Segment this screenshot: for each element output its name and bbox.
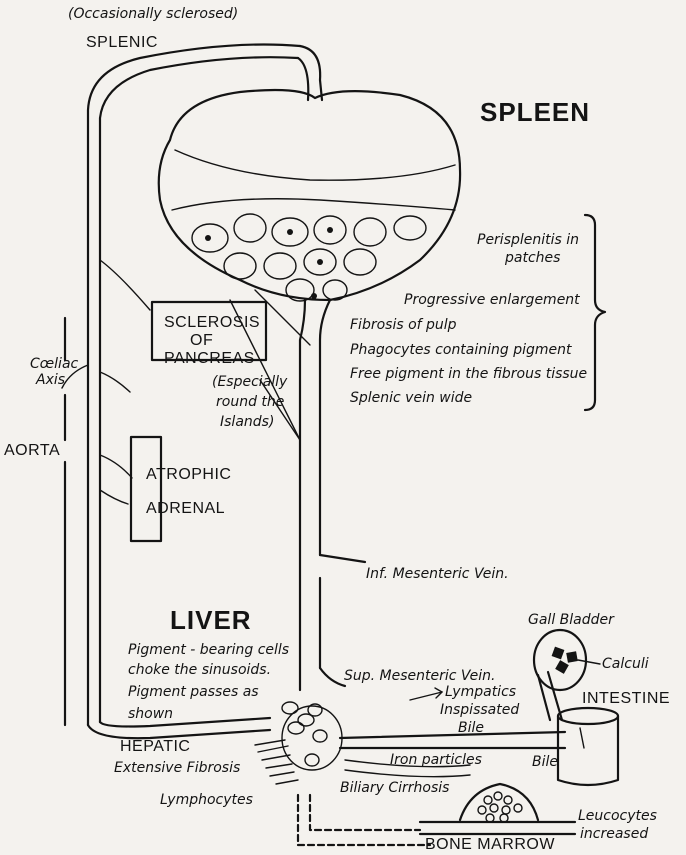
pulp-cells bbox=[192, 214, 426, 301]
hepatic-artery-inner bbox=[100, 718, 270, 727]
bone-marrow-vessel bbox=[310, 795, 420, 830]
pulp-cell bbox=[354, 218, 386, 246]
intestine-label: INTESTINE bbox=[582, 690, 670, 708]
increased-label: increased bbox=[580, 826, 648, 842]
splenic-vein-left bbox=[300, 300, 305, 690]
inspissated-label: Inspissated bbox=[440, 702, 519, 718]
adrenal-box bbox=[131, 437, 161, 541]
especially-label: (Especially bbox=[212, 374, 287, 390]
free-pigment-label: Free pigment in the fibrous tissue bbox=[350, 366, 587, 382]
gall-bladder-duct-2 bbox=[538, 675, 550, 720]
liver-title: LIVER bbox=[170, 606, 252, 636]
bile-label-1: Bile bbox=[458, 720, 484, 736]
calculi-pointer bbox=[578, 660, 600, 664]
branch-splenic-upper bbox=[100, 260, 150, 310]
patches-label: patches bbox=[505, 250, 560, 266]
pulp-cell bbox=[344, 249, 376, 275]
perisplenitis-bracket bbox=[585, 215, 605, 410]
spleen-outline bbox=[159, 90, 460, 300]
nucleus bbox=[327, 227, 333, 233]
sup-mesenteric-vein bbox=[320, 668, 345, 686]
hepatic-cells bbox=[282, 702, 327, 766]
pulp-cell bbox=[394, 216, 426, 240]
spleen-title: SPLEEN bbox=[480, 98, 590, 128]
round-the-label: round the bbox=[216, 394, 284, 410]
nucleus bbox=[287, 229, 293, 235]
branch-aorta-lower bbox=[100, 490, 128, 504]
marrow-cells bbox=[478, 792, 522, 822]
liver-text-4: shown bbox=[128, 706, 173, 722]
iron-particles-label: Iron particles bbox=[390, 752, 482, 768]
liver-text-3: Pigment passes as bbox=[128, 684, 259, 700]
nucleus bbox=[311, 293, 317, 299]
pulp-cell bbox=[323, 280, 347, 300]
axis-label: Axis bbox=[36, 372, 65, 388]
biliary-cirrhosis-band-2 bbox=[345, 770, 470, 777]
gall-bladder-label: Gall Bladder bbox=[528, 612, 614, 628]
nucleus bbox=[205, 235, 211, 241]
liver-text-1: Pigment - bearing cells bbox=[128, 642, 289, 658]
pancreas-label: PANCREAS bbox=[164, 350, 255, 368]
intestine-pointer bbox=[580, 728, 584, 748]
bile-duct-upper bbox=[340, 732, 565, 738]
spleen-capsule-hatch bbox=[175, 150, 455, 180]
calculi-label: Calculi bbox=[602, 656, 649, 672]
lymphocytes-label: Lymphocytes bbox=[160, 792, 253, 808]
atrophic-label: ATROPHIC bbox=[146, 466, 231, 484]
branch-adrenal bbox=[100, 455, 132, 478]
nucleus bbox=[317, 259, 323, 265]
phagocytes-label: Phagocytes containing pigment bbox=[350, 342, 572, 358]
perisplenitis-label: Perisplenitis in bbox=[477, 232, 579, 248]
bone-marrow-label: BONE MARROW bbox=[425, 836, 555, 854]
splenic-vein-right bbox=[320, 300, 330, 555]
leucocytes-label: Leucocytes bbox=[578, 808, 657, 824]
aorta-label: AORTA bbox=[4, 442, 60, 460]
bone-marrow-vessel-2 bbox=[298, 795, 430, 845]
coeliac-label: Cœliac bbox=[30, 356, 78, 372]
splenic-label: SPLENIC bbox=[86, 34, 158, 52]
intestine-body bbox=[558, 716, 618, 785]
branch-coeliac-lower bbox=[100, 372, 130, 392]
adrenal-label: ADRENAL bbox=[146, 500, 225, 518]
biliary-cirrhosis-label: Biliary Cirrhosis bbox=[340, 780, 449, 796]
sclerosis-label: SCLEROSIS bbox=[164, 314, 260, 332]
progressive-enlargement-label: Progressive enlargement bbox=[404, 292, 580, 308]
splenic-vein-wide-label: Splenic vein wide bbox=[350, 390, 472, 406]
calculi-stones bbox=[552, 647, 578, 674]
bile-label-2: Bile bbox=[532, 754, 558, 770]
of-label: OF bbox=[190, 332, 213, 350]
spleen-fibrosis-line bbox=[172, 199, 455, 210]
pulp-cell bbox=[264, 253, 296, 279]
inf-mesenteric-vein bbox=[320, 555, 365, 562]
lymphatics-label: Lympatics bbox=[445, 684, 516, 700]
bone-marrow-outline bbox=[460, 784, 538, 820]
occasionally-sclerosed-label: (Occasionally sclerosed) bbox=[68, 6, 238, 22]
islands-label: Islands) bbox=[220, 414, 274, 430]
pulp-cell bbox=[224, 253, 256, 279]
hepatic-label: HEPATIC bbox=[120, 738, 190, 756]
sup-mesenteric-label: Sup. Mesenteric Vein. bbox=[344, 668, 496, 684]
intestine-top bbox=[558, 708, 618, 724]
pulp-cell bbox=[234, 214, 266, 242]
liver-text-2: choke the sinusoids. bbox=[128, 662, 271, 678]
fibrosis-of-pulp-label: Fibrosis of pulp bbox=[350, 317, 457, 333]
extensive-fibrosis-label: Extensive Fibrosis bbox=[114, 760, 240, 776]
inf-mesenteric-label: Inf. Mesenteric Vein. bbox=[366, 566, 509, 582]
